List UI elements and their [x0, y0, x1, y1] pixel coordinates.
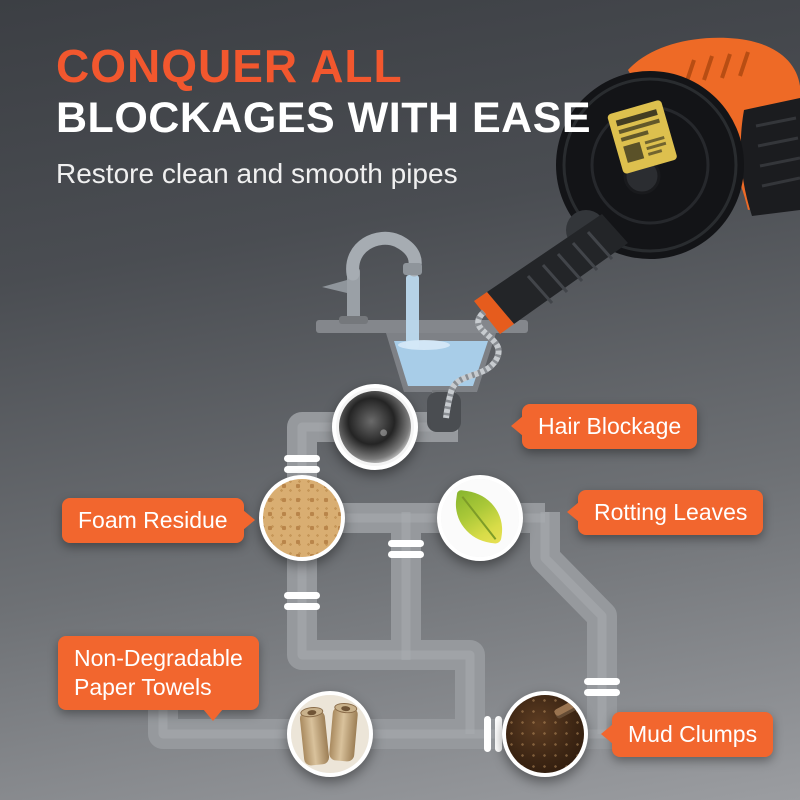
machine-warning-label-icon [607, 100, 677, 174]
hair-clog-photo [339, 391, 411, 463]
paper-roll [328, 706, 359, 762]
water-splash [398, 340, 450, 350]
callout-leaves-label: Rotting Leaves [594, 499, 748, 525]
paper-roll [299, 709, 330, 767]
foam-sponge-photo [263, 479, 341, 557]
auger-cable [443, 309, 502, 419]
subtitle: Restore clean and smooth pipes [56, 158, 458, 190]
foam-residue-circle [259, 475, 345, 561]
machine-tube-ribs [526, 231, 614, 304]
paper-towel-rolls-photo [291, 695, 369, 773]
headline-main-line: BLOCKAGES WITH EASE [56, 93, 592, 142]
mud-stick [553, 696, 584, 720]
machine-grip-texture [755, 116, 800, 188]
pipe-joint-rings [284, 455, 620, 752]
sink-and-faucet [316, 231, 528, 432]
callout-hair-blockage: Hair Blockage [522, 404, 698, 449]
machine-handle-grip [740, 98, 800, 216]
mud-clumps-circle [502, 691, 588, 777]
callout-hair-label: Hair Blockage [538, 413, 682, 439]
machine-vent-slots [684, 51, 750, 85]
water-stream [406, 275, 419, 349]
drain-machine-illustration [443, 37, 800, 419]
headline-accent-line: CONQUER ALL [56, 40, 403, 92]
faucet-icon [322, 231, 422, 324]
hair-blockage-circle [332, 384, 418, 470]
callout-foam-residue: Foam Residue [62, 498, 244, 543]
callout-paper-label-line2: Paper Towels [74, 673, 212, 700]
machine-tube-tip [474, 292, 514, 334]
callout-paper-towels: Non-Degradable Paper Towels [58, 636, 259, 720]
machine-feed-tube [487, 214, 628, 324]
rotting-leaf-photo [441, 479, 519, 557]
headline-block: CONQUER ALL BLOCKAGES WITH EASE Restore … [56, 40, 591, 190]
counter-ledge [316, 320, 528, 333]
callout-mud-label: Mud Clumps [628, 721, 758, 747]
callout-rotting-leaves: Rotting Leaves [578, 490, 764, 535]
callout-paper-label-line1: Non-Degradable [74, 645, 243, 671]
basin-water [394, 341, 488, 386]
mud-clump-photo [506, 695, 584, 773]
callout-foam-label: Foam Residue [78, 507, 228, 533]
rotting-leaves-circle [437, 475, 523, 561]
paper-towels-circle [287, 691, 373, 777]
callout-mud-clumps: Mud Clumps [612, 712, 774, 757]
